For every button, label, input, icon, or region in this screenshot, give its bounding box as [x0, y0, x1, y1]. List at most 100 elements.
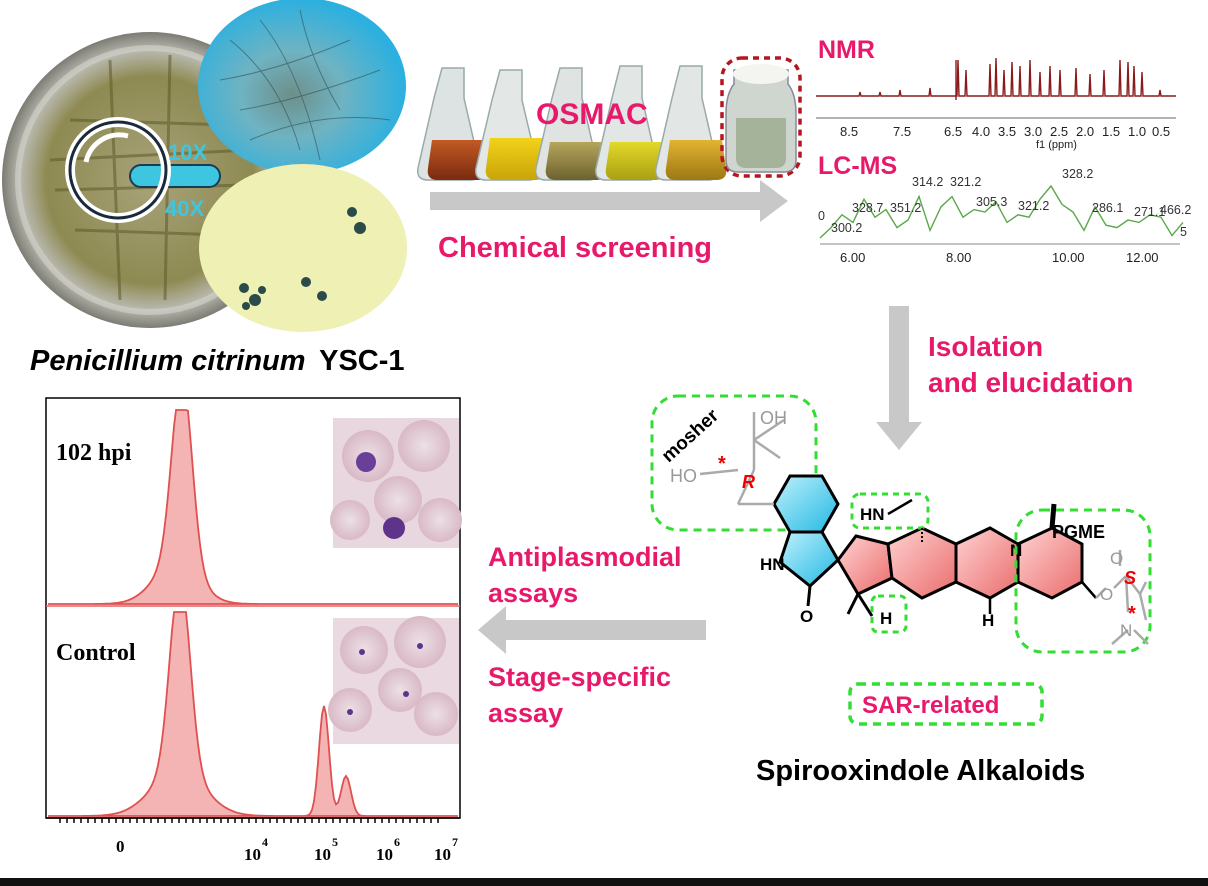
h-box [870, 594, 908, 634]
flow-x-tick: 10 [434, 845, 451, 864]
s-label: S [1124, 568, 1136, 588]
flow-x-ticks: 0 10 4 10 5 10 6 10 7 [116, 835, 458, 864]
lcms-peak-label: 328.2 [1062, 167, 1093, 181]
flow-x-tick-exp: 7 [452, 835, 458, 849]
lcms-peak-label: 351.2 [890, 201, 921, 215]
lcms-peak-label: 314.2 [912, 175, 943, 189]
lcms-peak-label: 321.2 [950, 175, 981, 189]
nmr-tick: 8.5 [840, 124, 858, 139]
assay-b2: assay [488, 698, 563, 728]
pgme-label: PGME [1052, 522, 1105, 542]
nmr-tick: 6.5 [944, 124, 962, 139]
nmr-tick: 3.0 [1024, 124, 1042, 139]
flask-5 [654, 65, 727, 181]
ho-label: HO [670, 466, 697, 486]
flask-3 [534, 67, 607, 181]
smear-control [328, 616, 459, 744]
n-side-label: N [1120, 621, 1132, 640]
hn-lactam-label: HN [760, 555, 785, 574]
flow-x-tick: 10 [314, 845, 331, 864]
nmr-axis-label: f1 (ppm) [1036, 139, 1077, 151]
nmr-tick-labels: 8.5 7.5 6.5 4.0 3.5 3.0 2.5 2.0 1.5 1.0 … [840, 124, 1170, 151]
pgme-box [1014, 508, 1152, 654]
flask-2 [474, 69, 547, 181]
lcms-label: LC-MS [818, 152, 897, 180]
o-link-label: O [1100, 585, 1113, 604]
flask-4 [594, 65, 667, 181]
isolation-line1: Isolation [928, 331, 1043, 362]
nmr-tick: 3.5 [998, 124, 1016, 139]
flow-top-label: 102 hpi [56, 440, 132, 466]
lcms-peak-label: 328.7 [852, 201, 883, 215]
nmr-tick: 4.0 [972, 124, 990, 139]
arrow-right-top [430, 180, 788, 222]
nmr-tick: 7.5 [893, 124, 911, 139]
flow-x-tick-exp: 5 [332, 835, 338, 849]
oh-label: OH [760, 408, 787, 428]
r-label: R [742, 472, 755, 492]
nmr-tick: 1.0 [1128, 124, 1146, 139]
osmac-label: OSMAC [536, 98, 648, 131]
flow-x-tick: 10 [244, 845, 261, 864]
flow-x-tick-exp: 4 [262, 835, 268, 849]
mag-40x-label: 40X [165, 196, 204, 221]
flask-6-solid [720, 56, 802, 178]
micrograph-40x [199, 164, 407, 332]
assay-b1: Stage-specific [488, 662, 671, 692]
arrow-down [876, 306, 922, 450]
lcms-peak-label: 305.3 [976, 195, 1007, 209]
organism-strain: YSC-1 [319, 345, 404, 377]
o-ester-label: O [1110, 549, 1123, 568]
h1-label: H [880, 609, 892, 628]
flasks [416, 56, 802, 181]
organism-genus: Penicillium citrinum [30, 345, 306, 377]
isolation-line2: and elucidation [928, 367, 1133, 398]
lcms-x-tick: 10.00 [1052, 250, 1085, 265]
lcms-peak-label: 286.1 [1092, 201, 1123, 215]
lcms-x-tick: 12.00 [1126, 250, 1159, 265]
h2-label: H [982, 611, 994, 630]
hn-amine-label: HN [860, 505, 885, 524]
nmr-tick: 1.5 [1102, 124, 1120, 139]
nmr-tick: 0.5 [1152, 124, 1170, 139]
chemical-structure: mosher OH HO * R HN O N [650, 394, 1152, 726]
bottom-rule [0, 878, 1208, 886]
lcms-edge-tick: 5 [1180, 225, 1187, 239]
sar-label: SAR-related [862, 692, 999, 719]
assay-a1: Antiplasmodial [488, 542, 682, 572]
lcms-peak-label: 321.2 [1018, 199, 1049, 213]
magnifier-icon [65, 117, 221, 223]
amine-box [850, 492, 930, 530]
lcms-y-tick: 0 [818, 209, 825, 223]
mosher-label: mosher [658, 405, 724, 467]
lcms-x-ticks: 6.00 8.00 10.00 12.00 [840, 250, 1159, 265]
micrograph-10x [198, 0, 406, 174]
arrow-left [478, 606, 706, 654]
lcms-x-tick: 8.00 [946, 250, 971, 265]
nmr-label: NMR [818, 36, 875, 64]
flow-x-tick: 0 [116, 837, 125, 856]
chemical-screening-label: Chemical screening [438, 232, 712, 264]
lcms-peak-label: 271.1 [1134, 205, 1165, 219]
lcms-x-tick: 6.00 [840, 250, 865, 265]
lcms-chromatogram [819, 184, 1184, 245]
o-ketone-label: O [800, 607, 813, 626]
mosher-star: * [718, 453, 726, 475]
mosher-box [650, 394, 818, 532]
lcms-peak-label: 466.2 [1160, 203, 1191, 217]
nmr-tick: 2.0 [1076, 124, 1094, 139]
flask-1 [416, 67, 489, 181]
pgme-star: * [1128, 603, 1136, 625]
sar-box [848, 682, 1044, 726]
flow-bottom-label: Control [56, 640, 136, 666]
structure-title: Spirooxindole Alkaloids [756, 755, 1085, 787]
lcms-peak-label: 300.2 [831, 221, 862, 235]
flow-x-tick-exp: 6 [394, 835, 400, 849]
organism-caption: Penicillium citrinum YSC-1 [30, 345, 405, 377]
nmr-spectrum [816, 57, 1176, 119]
assay-a2: assays [488, 578, 578, 608]
nmr-tick: 2.5 [1050, 124, 1068, 139]
mag-10x-label: 10X [168, 140, 207, 165]
